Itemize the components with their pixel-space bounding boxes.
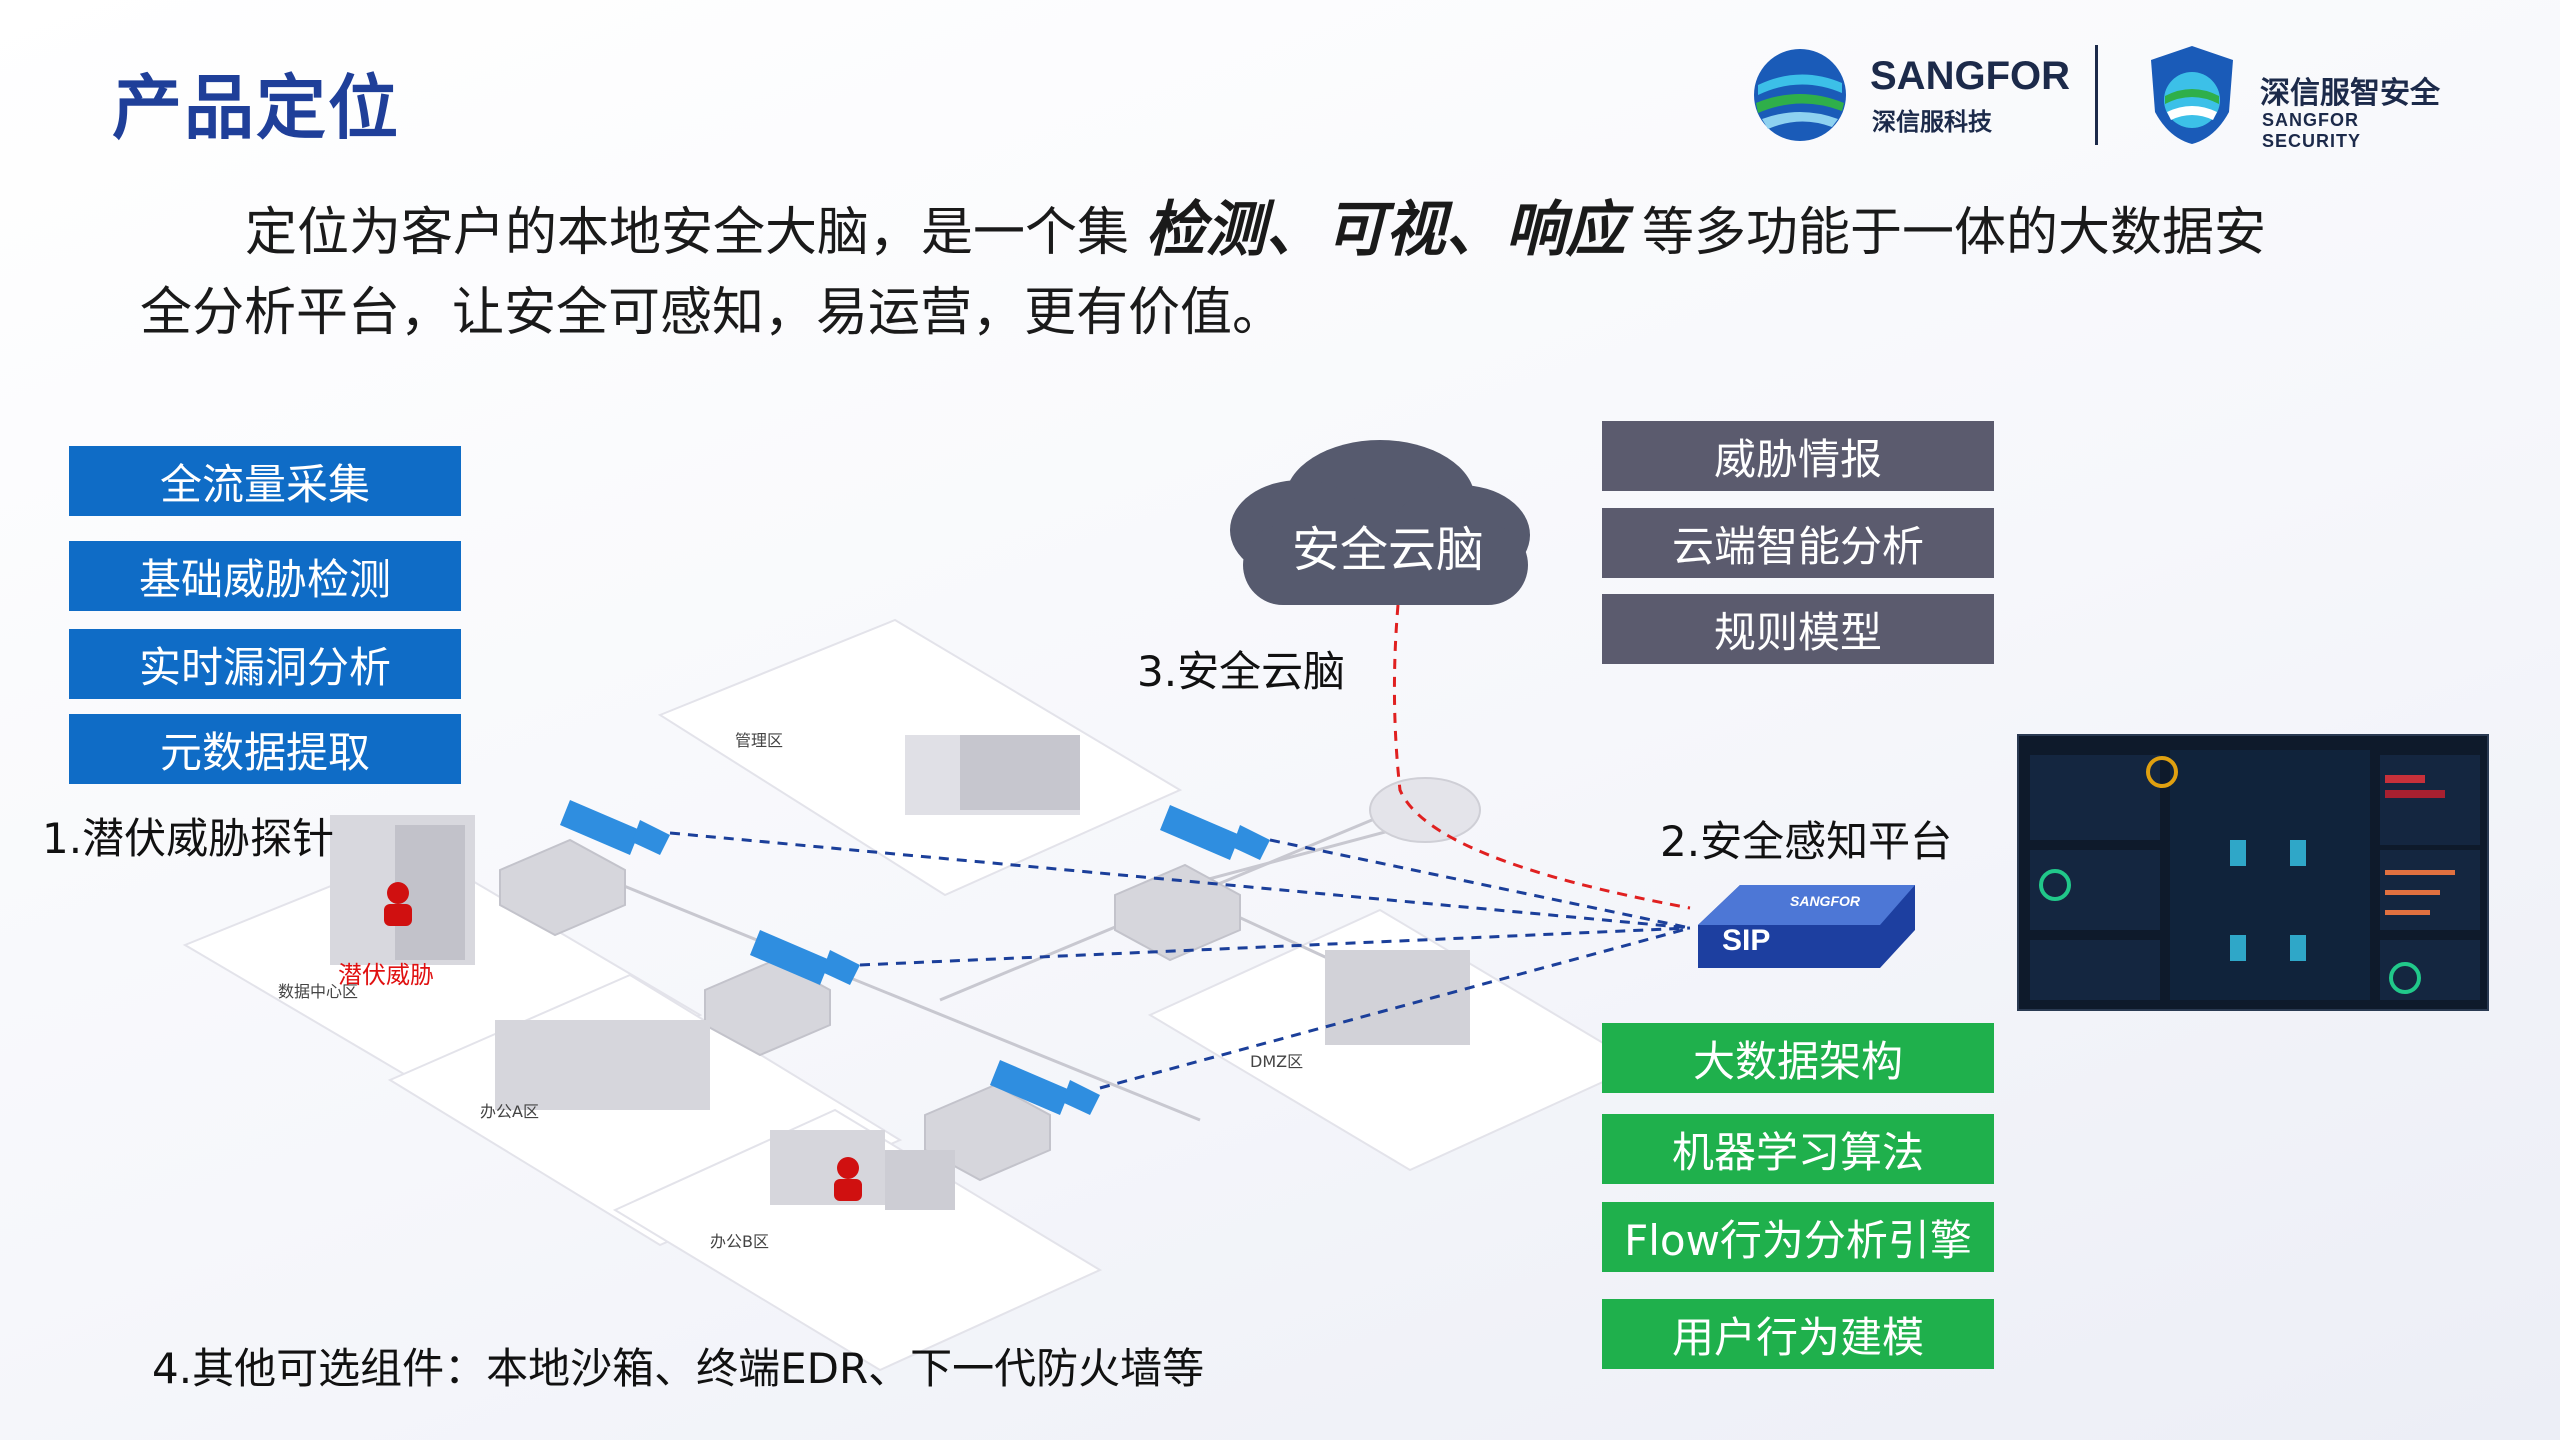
sip-brand: SANGFOR	[1790, 893, 1860, 909]
camera-office-a	[750, 930, 830, 985]
sangfor-globe-icon	[1754, 49, 1846, 141]
intro-line-2: 全分析平台，让安全可感知，易运营，更有价值。	[140, 283, 1285, 343]
cloud-label: 安全云脑	[1291, 522, 1484, 578]
hacker-icon-office-b	[834, 1157, 862, 1201]
logo-divider	[2095, 45, 2098, 145]
logo-security-en: SANGFOR SECURITY	[2262, 110, 2362, 151]
zone-label-office-b: 办公B区	[710, 1232, 769, 1251]
camera-core	[1160, 805, 1240, 860]
zone-label-dc: 数据中心区	[278, 982, 359, 1001]
feature-box-user-behavior: 用户行为建模	[1602, 1299, 1994, 1369]
intro-text-1: 定位为客户的本地安全大脑，是一个集	[245, 203, 1146, 263]
label-other-components: 4.其他可选组件：本地沙箱、终端EDR、下一代防火墙等	[152, 1344, 1205, 1393]
camera-office-b	[990, 1060, 1070, 1115]
zone-label-dmz: DMZ区	[1250, 1052, 1304, 1071]
intro-em-respond: 响应	[1505, 195, 1626, 265]
sip-name: SIP	[1722, 924, 1771, 957]
hacker-icon-dc	[384, 882, 412, 926]
switch-core	[1114, 863, 1241, 962]
feature-box-rule-model: 规则模型	[1602, 594, 1994, 664]
cloud-link-dashed	[1392, 604, 1691, 910]
feature-box-threat-intel: 威胁情报	[1602, 421, 1994, 491]
feature-box-basic-threat: 基础威胁检测	[69, 541, 461, 611]
zone-panel-office-b	[612, 1108, 1103, 1372]
computers-office-a	[495, 1020, 710, 1110]
dashboard-screenshot	[2017, 734, 2489, 1011]
feature-box-vuln-analysis: 实时漏洞分析	[69, 629, 461, 699]
feature-box-metadata: 元数据提取	[69, 714, 461, 784]
zone-label-office-a: 办公A区	[480, 1102, 539, 1121]
computers-office-b	[770, 1130, 885, 1205]
label-platform: 2.安全感知平台	[1660, 817, 1953, 866]
servers-dmz	[1325, 950, 1470, 1045]
intro-em-visual: 可视、	[1325, 195, 1506, 265]
intro-em-detect: 检测、	[1145, 195, 1326, 265]
feature-box-flow-engine: Flow行为分析引擎	[1602, 1202, 1994, 1272]
logo-brand: SANGFOR	[1870, 54, 2070, 98]
label-cloud: 3.安全云脑	[1137, 647, 1346, 696]
feature-box-full-traffic: 全流量采集	[69, 446, 461, 516]
logo-security-cn: 深信服智安全	[2260, 76, 2440, 111]
page-title: 产品定位	[112, 67, 400, 149]
logo-area: SANGFOR 深信服科技 深信服智安全 SANGFOR SECURITY	[1750, 40, 2450, 151]
feature-box-cloud-analysis: 云端智能分析	[1602, 508, 1994, 578]
router	[1369, 777, 1481, 843]
label-probe: 1.潜伏威胁探针	[42, 814, 335, 863]
logo-brand-cn: 深信服科技	[1872, 108, 1992, 136]
feature-box-ml: 机器学习算法	[1602, 1114, 1994, 1184]
threat-label: 潜伏威胁	[338, 961, 434, 989]
feature-box-bigdata: 大数据架构	[1602, 1023, 1994, 1093]
intro-text-2: 等多功能于一体的大数据安	[1625, 203, 2267, 263]
intro-paragraph: 定位为客户的本地安全大脑，是一个集 检测、可视、响应 等多功能于一体的大数据安 …	[140, 190, 2430, 353]
cloud-shape	[1230, 440, 1530, 605]
security-shield-icon	[2151, 46, 2233, 144]
zone-label-mgmt: 管理区	[735, 731, 784, 750]
switch-dc	[499, 838, 626, 937]
camera-dc	[560, 800, 640, 855]
